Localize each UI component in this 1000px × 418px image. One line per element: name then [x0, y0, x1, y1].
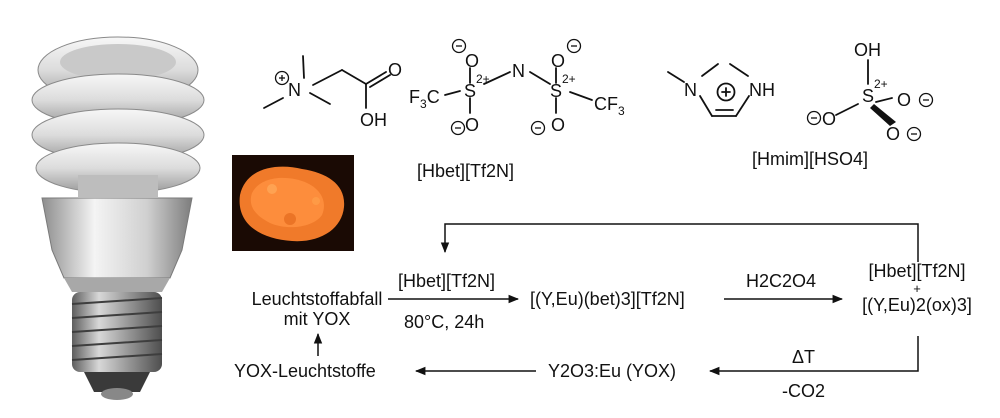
svg-text:2+: 2+	[874, 77, 888, 91]
svg-text:OH: OH	[360, 110, 387, 130]
svg-text:S: S	[464, 81, 476, 101]
phosphor-label: YOX-Leuchtstoffe	[234, 361, 376, 381]
svg-text:O: O	[465, 115, 479, 135]
phosphor-powder-photo	[232, 155, 354, 251]
hbet-tf2n-text: [Hbet][Tf2N]	[417, 161, 515, 181]
svg-text:NH: NH	[749, 80, 775, 100]
svg-text:S: S	[862, 86, 874, 106]
waste-line2: mit YOX	[283, 308, 351, 329]
mixture-label: [Hbet][Tf2N] + [(Y,Eu)2(ox)3]	[842, 261, 992, 316]
svg-text:O: O	[886, 124, 900, 144]
step1-reagent-label: [Hbet][Tf2N]	[398, 271, 496, 291]
waste-line1: Leuchtstoffabfall	[251, 289, 383, 309]
hmim-hso4-text: [Hmim][HSO4]	[752, 149, 869, 169]
co2-label: -CO2	[782, 381, 826, 401]
svg-text:N: N	[512, 61, 525, 81]
cfl-bulb-image	[31, 36, 205, 400]
calcination-arrow	[708, 336, 919, 376]
recycle-loop-arrow	[440, 223, 919, 262]
svg-text:S: S	[550, 81, 562, 101]
hbet-tf2n-label: [Hbet][Tf2N]	[417, 161, 515, 182]
step1-conditions-label: 80°C, 24h	[404, 312, 485, 332]
svg-text:O: O	[551, 51, 565, 71]
svg-text:O: O	[897, 90, 911, 110]
oxalic-acid-label: H2C2O4	[746, 271, 817, 291]
yox-product-label: Y2O3:Eu (YOX)	[548, 361, 677, 381]
hmim-hso4-label: [Hmim][HSO4]	[752, 149, 869, 170]
complex-label: [(Y,Eu)(bet)3][Tf2N]	[530, 289, 685, 309]
svg-text:2+: 2+	[476, 72, 490, 86]
svg-text:OH: OH	[854, 40, 881, 60]
svg-text:N: N	[684, 80, 697, 100]
svg-text:O: O	[465, 51, 479, 71]
mixture-line1: [Hbet][Tf2N]	[868, 261, 966, 281]
chemical-structures: N O OH F3C S 2+ O O N S 2+ O O CF3 N NH …	[263, 38, 934, 144]
svg-text:O: O	[551, 115, 565, 135]
waste-label: Leuchtstoffabfall mit YOX	[222, 289, 412, 330]
mixture-plus: +	[913, 280, 921, 296]
svg-text:2+: 2+	[562, 72, 576, 86]
heat-label: ΔT	[792, 347, 816, 367]
svg-text:N: N	[288, 80, 301, 100]
svg-text:O: O	[388, 60, 402, 80]
svg-text:O: O	[822, 109, 836, 129]
mixture-line2: [(Y,Eu)2(ox)3]	[862, 295, 972, 316]
